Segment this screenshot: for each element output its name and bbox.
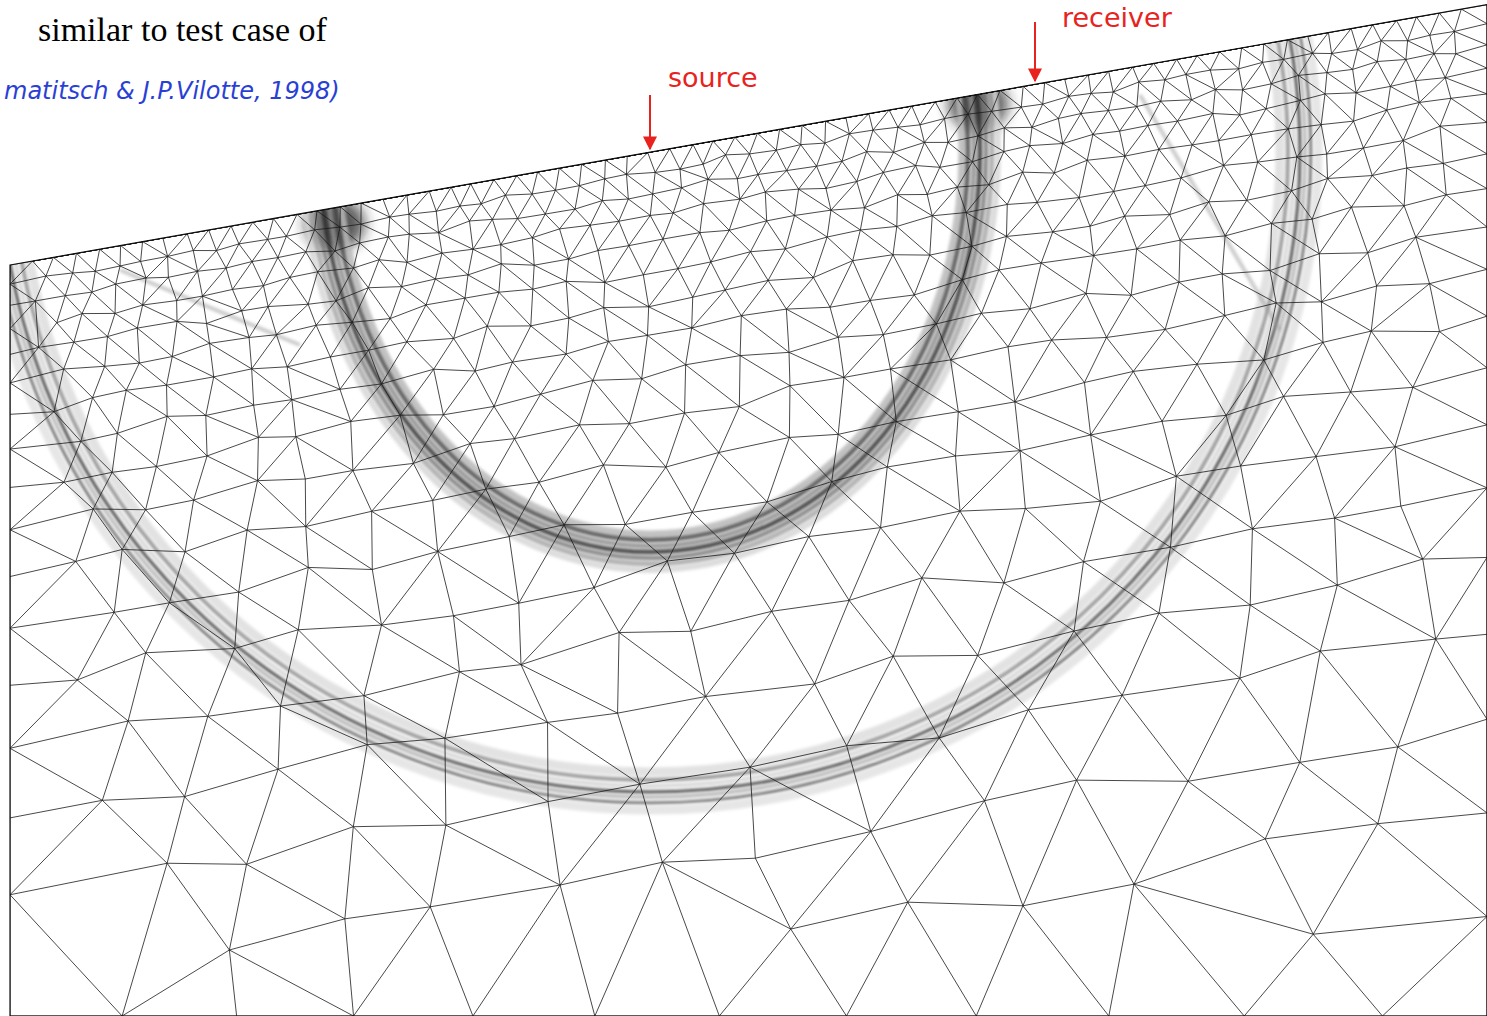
- triangle-mesh: [10, 5, 1487, 1016]
- p-wavefront: [0, 0, 1300, 792]
- p-wavefront: [20, 0, 1280, 772]
- domain-outline: [10, 5, 1487, 1016]
- heading-text: similar to test case of: [38, 10, 327, 49]
- receiver-arrow: [1034, 22, 1036, 81]
- receiver-label: receiver: [1062, 2, 1172, 33]
- p-wavefront: [0, 0, 1318, 810]
- p-wavefront: [0, 0, 1311, 803]
- source-label: source: [668, 62, 758, 93]
- wavefront: [0, 0, 1318, 810]
- s-wavefront: [320, 0, 980, 552]
- citation-text: matitsch & J.P.Vilotte, 1998): [4, 78, 340, 106]
- p-wavefront: [6, 0, 1294, 786]
- head-wave: [1140, 95, 1280, 330]
- source-arrow: [649, 95, 651, 149]
- p-wavefront: [12, 0, 1288, 780]
- s-wavefront: [302, 0, 998, 570]
- s-wavefront: [308, 0, 992, 564]
- s-wavefront: [314, 0, 986, 558]
